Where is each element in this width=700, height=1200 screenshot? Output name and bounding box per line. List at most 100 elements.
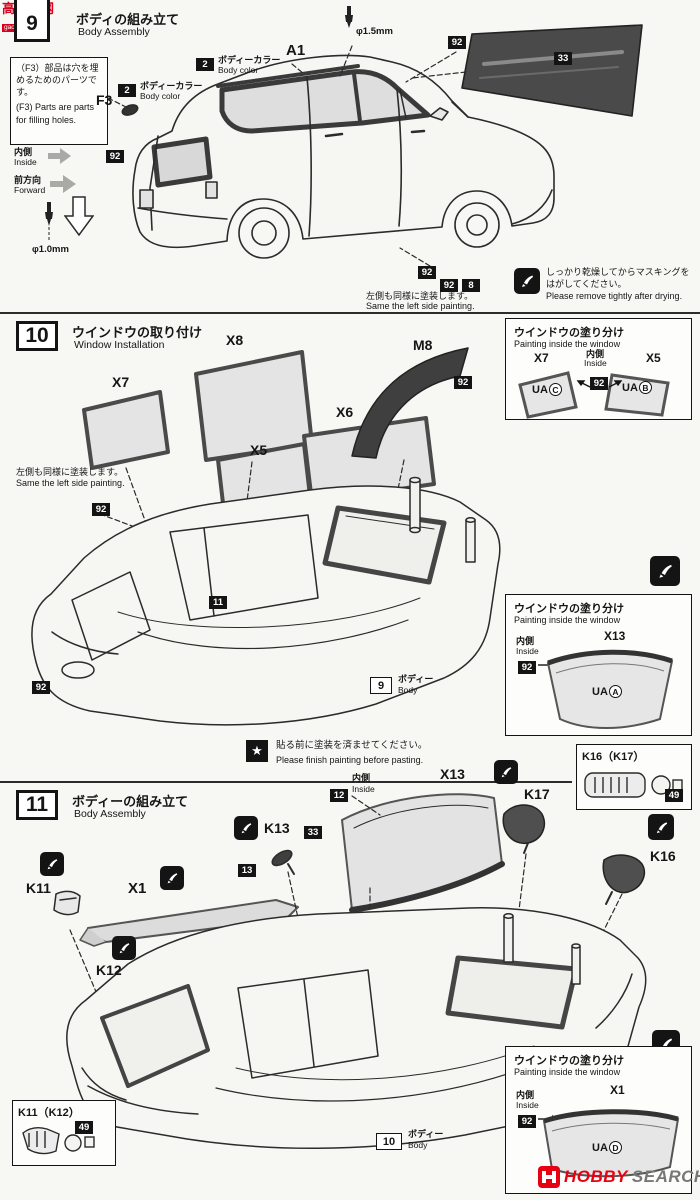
step9-number-box: 9	[14, 0, 50, 42]
hobby-search-icon	[538, 1166, 560, 1188]
f3-note-en: (F3) Parts are parts for filling holes.	[16, 102, 95, 125]
forward-label-jp: 前方向	[14, 175, 42, 185]
step11-number: 11	[25, 793, 49, 816]
paint-badge-92: 92	[590, 377, 608, 390]
inside-label-jp: 内側	[516, 1090, 535, 1100]
step10-number: 10	[25, 324, 49, 347]
body-color-jp: ボディーカラー	[140, 81, 203, 91]
inside-label-jp: 内側	[586, 349, 605, 359]
paint-info-title-jp: ウインドウの塗り分け	[514, 603, 624, 615]
part-label-k11: K11	[26, 880, 51, 896]
section-divider	[0, 312, 700, 314]
paint-info-box-3: ウインドウの塗り分け Painting inside the window X1…	[505, 1046, 692, 1194]
part-label-x5: X5	[646, 351, 661, 365]
hobby-search-logo: HOBBY SEARCH	[538, 1166, 700, 1188]
paint-brush-icon	[514, 268, 540, 294]
inside-label-jp: 内側	[352, 773, 371, 783]
body-label-en: Body	[408, 1140, 428, 1150]
body-color-en: Body color	[140, 91, 181, 101]
part-label-x13: X13	[440, 766, 465, 782]
paint-brush-icon	[40, 852, 64, 876]
step10-title-en: Window Installation	[74, 339, 165, 351]
paint-info-title-en: Painting inside the window	[514, 1067, 621, 1077]
body-color-en: Body color	[218, 65, 259, 75]
part-label-k16: K16	[650, 848, 676, 864]
f3-note-jp: （F3）部品は穴を埋めるためのパーツです。	[16, 63, 99, 98]
left-side-note-jp: 左側も同様に塗装します。	[366, 291, 474, 301]
logo-text-search: SEARCH	[631, 1167, 700, 1186]
star-icon: ★	[246, 740, 268, 762]
car-illustration-step10	[31, 347, 501, 726]
step11-title-en: Body Assembly	[74, 808, 146, 820]
paint-badge-92: 92	[92, 503, 110, 516]
paint-info-title-en: Painting inside the window	[514, 615, 621, 625]
paint-badge-92: 92	[106, 150, 124, 163]
paint-badge-33: 33	[554, 52, 572, 65]
paint-badge-8: 8	[462, 279, 480, 292]
paint-brush-icon	[648, 814, 674, 840]
forward-arrow-icon	[50, 175, 76, 193]
paint-brush-icon	[494, 760, 518, 784]
part-label-x7: X7	[112, 374, 130, 390]
dry-note-en: Please remove tightly after drying.	[546, 291, 683, 301]
paint-info-title-jp: ウインドウの塗り分け	[514, 1055, 624, 1067]
drill-size-label: φ1.5mm	[356, 26, 393, 37]
drill-size-label: φ1.0mm	[32, 244, 69, 255]
dry-note-jp: しっかり乾燥してからマスキングをはがしてください。	[546, 267, 690, 290]
part-label-k13: K13	[264, 820, 290, 836]
body-label-en: Body	[398, 685, 418, 695]
part-label-x7: X7	[534, 351, 549, 365]
paint-info-box-2: ウインドウの塗り分け Painting inside the window X1…	[505, 594, 692, 736]
paint-brush-icon	[234, 816, 258, 840]
left-side-note-jp: 左側も同様に塗装します。	[16, 467, 124, 477]
paint-badge-92: 92	[440, 279, 458, 292]
inside-label-jp: 内側	[516, 636, 535, 646]
part-label-k11-k12: K11（K12）	[18, 1107, 80, 1119]
forward-label-en: Forward	[14, 185, 46, 195]
part-label-k17: K17	[524, 786, 550, 802]
paint-badge-11: 11	[209, 596, 227, 609]
paint-badge-2: 2	[196, 58, 214, 71]
drill-icon	[345, 6, 353, 28]
paste-note-en: Please finish painting before pasting.	[276, 755, 424, 765]
f3-note-box: （F3）部品は穴を埋めるためのパーツです。 (F3) Parts are par…	[10, 57, 108, 145]
body-label-jp: ボディー	[398, 674, 434, 684]
body-color-jp: ボディーカラー	[218, 55, 281, 65]
logo-text-hobby: HOBBY	[564, 1167, 628, 1186]
inside-label-en: Inside	[352, 784, 375, 794]
part-label-x8: X8	[226, 332, 244, 348]
part-label-x5: X5	[250, 442, 268, 458]
inside-label-en: Inside	[584, 358, 607, 368]
paint-badge-92: 92	[518, 1115, 536, 1128]
paint-info-box-1: ウインドウの塗り分け Painting inside the window X7…	[505, 318, 692, 420]
part-label-m8: M8	[413, 337, 433, 353]
glass-pieces-illustration	[518, 371, 670, 419]
part-box-k16-k17: K16（K17） 49	[576, 744, 692, 810]
drill-icon	[45, 202, 53, 242]
paint-info-title-en: Painting inside the window	[514, 339, 621, 349]
part-label-x1: X1	[128, 880, 147, 897]
paint-badge-49: 49	[75, 1121, 93, 1134]
body-ref-box: 10	[376, 1133, 402, 1150]
paint-info-title-jp: ウインドウの塗り分け	[514, 327, 624, 339]
step9-number: 9	[26, 12, 38, 35]
paint-badge-49: 49	[665, 789, 683, 802]
left-side-note-en: Same the left side painting.	[16, 478, 125, 488]
part-label-f3: F3	[96, 92, 113, 108]
paint-brush-icon	[112, 936, 136, 960]
step10-number-box: 10	[16, 321, 58, 351]
inside-arrow-icon	[48, 148, 71, 164]
step9-title-en: Body Assembly	[78, 26, 150, 38]
paint-badge-92: 92	[454, 376, 472, 389]
inside-label-jp: 内側	[14, 147, 33, 157]
left-side-note-en: Same the left side painting.	[366, 301, 475, 311]
step11-number-box: 11	[16, 790, 58, 820]
lamp-part-illustration	[584, 772, 683, 798]
down-arrow-icon	[64, 196, 94, 236]
step9-title-jp: ボディの組み立て	[76, 12, 180, 27]
